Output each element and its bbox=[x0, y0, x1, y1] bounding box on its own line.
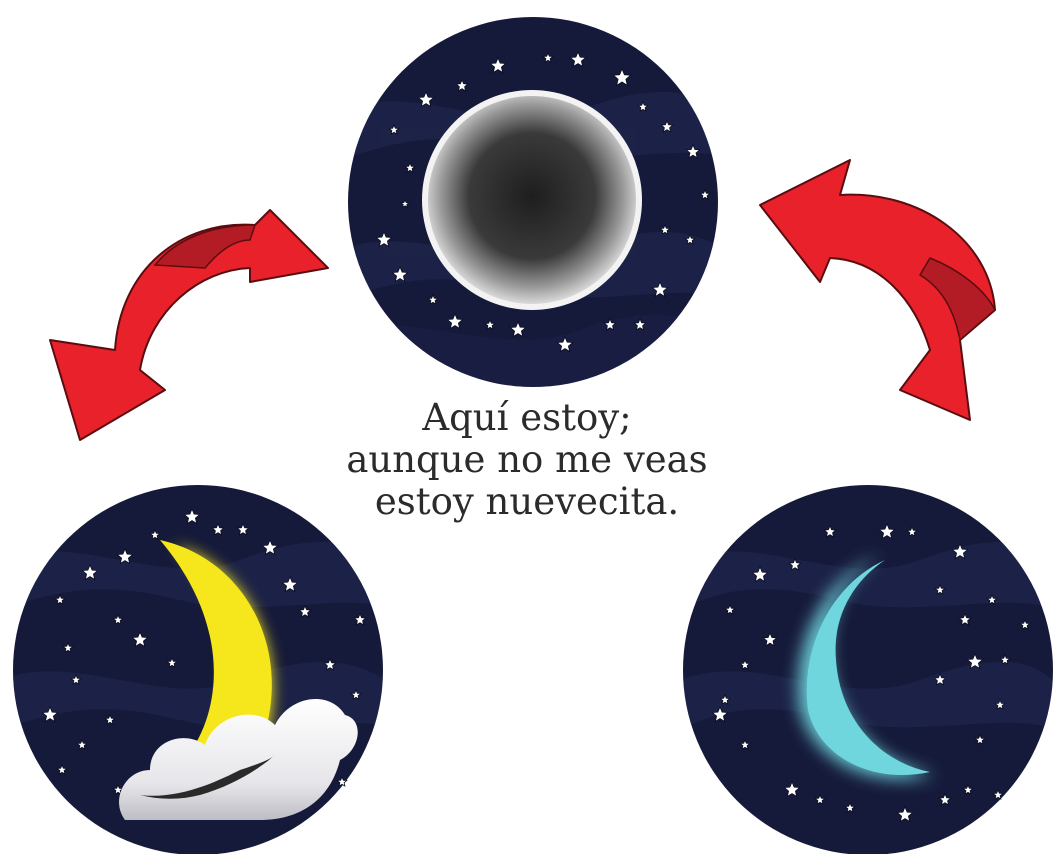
waning-crescent-panel bbox=[680, 485, 1055, 854]
caption-line-3: estoy nuevecita. bbox=[277, 481, 777, 523]
waxing-crescent-panel bbox=[0, 485, 400, 854]
new-moon-icon bbox=[428, 96, 636, 304]
new-moon-panel bbox=[340, 17, 740, 400]
caption-line-2: aunque no me veas bbox=[277, 439, 777, 481]
caption-line-1: Aquí estoy; bbox=[277, 397, 777, 439]
arrow-right-curve bbox=[760, 160, 995, 420]
caption-text: Aquí estoy; aunque no me veas estoy nuev… bbox=[277, 397, 777, 523]
